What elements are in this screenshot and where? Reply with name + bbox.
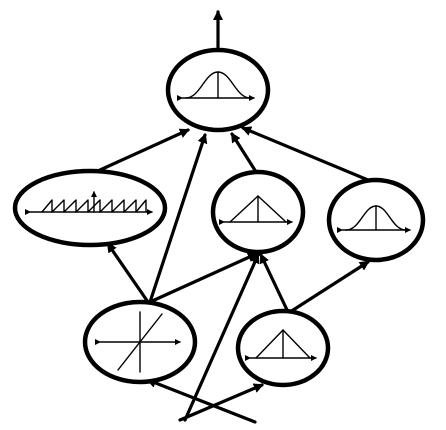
edge-mid-left-to-top xyxy=(98,128,190,172)
node-mid-right xyxy=(326,177,426,263)
triangle-icon xyxy=(245,329,317,361)
triangle-icon xyxy=(219,195,293,225)
edge-bottom-right-to-mid-right xyxy=(288,260,370,314)
linear-icon xyxy=(95,311,181,373)
node-top xyxy=(165,47,271,133)
gaussian-icon xyxy=(177,71,255,101)
sawtooth-icon xyxy=(25,191,153,215)
gaussian-icon xyxy=(337,205,411,233)
node-bottom-right xyxy=(235,308,331,388)
edge-mid-right-to-top xyxy=(241,126,370,182)
edge-input-to-mid-center xyxy=(183,253,260,422)
edge-bottom-right-to-mid-center xyxy=(259,253,290,314)
edges xyxy=(98,10,370,424)
edge-bottom-left-to-top xyxy=(148,133,208,304)
node-bottom-left xyxy=(82,299,198,385)
edge-bottom-left-to-mid-left xyxy=(106,242,150,304)
node-mid-center xyxy=(210,169,306,255)
node-mid-left xyxy=(12,168,168,248)
edge-input-to-bottom-left xyxy=(146,378,257,424)
edge-bottom-left-to-mid-center xyxy=(148,252,258,304)
edge-input-to-bottom-right xyxy=(178,383,264,422)
edge-mid-center-to-top xyxy=(230,132,260,177)
